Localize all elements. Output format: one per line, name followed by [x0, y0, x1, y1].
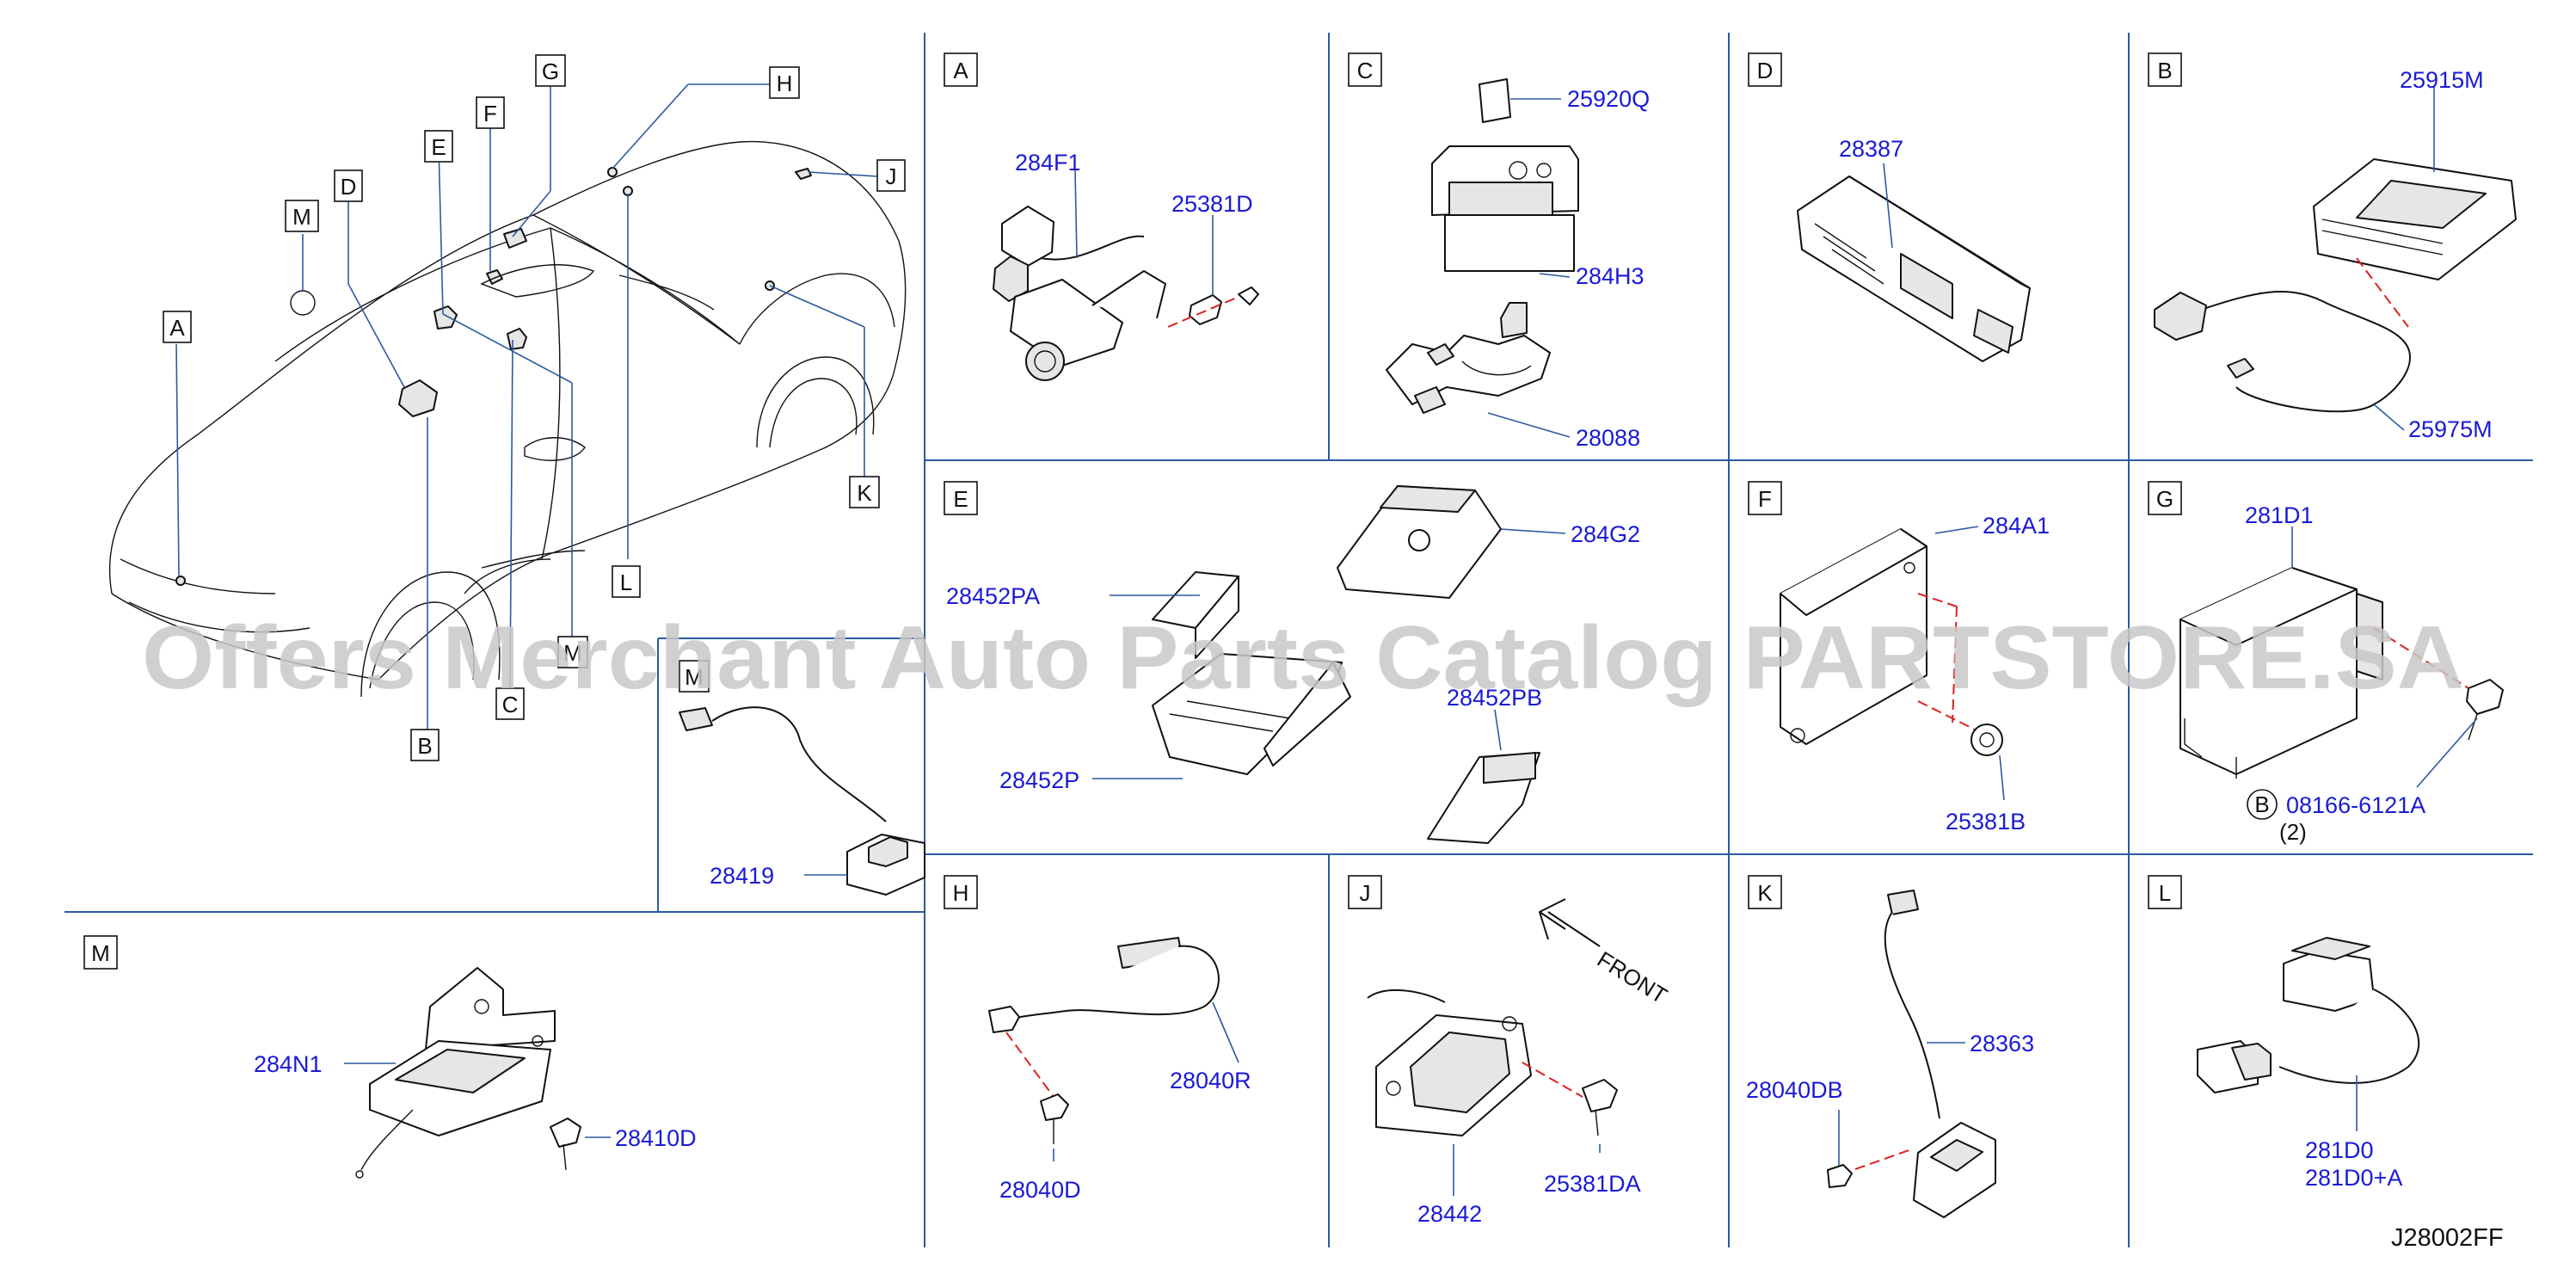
part-25381b: 25381B: [1946, 809, 2026, 834]
vehicle-label-a: A: [169, 315, 185, 341]
vehicle-label-k: K: [857, 480, 872, 506]
part-25975m: 25975M: [2408, 416, 2493, 442]
vehicle-letter-boxes: A B C D E F G H J K L M M: [163, 54, 906, 761]
panel-b-letter: B: [2157, 58, 2172, 83]
part-28088: 28088: [1576, 425, 1640, 451]
vehicle-label-d: D: [341, 174, 357, 200]
part-25915m: 25915M: [2400, 67, 2484, 93]
panel-l-letter: L: [2159, 880, 2171, 906]
vehicle-leaders: [175, 83, 878, 731]
part-25381da: 25381DA: [1544, 1171, 1641, 1197]
part-28452pb: 28452PB: [1447, 685, 1542, 711]
part-284g2: 284G2: [1571, 521, 1640, 547]
panel-f: F 284A1 25381B: [1748, 481, 2050, 834]
fastener-quantity: (2): [2279, 819, 2307, 845]
panel-h: H 28040R 28040D: [944, 875, 1251, 1203]
panel-m-small: M 28419: [679, 660, 925, 896]
part-28040r: 28040R: [1170, 1068, 1251, 1093]
vehicle-label-m2: M: [563, 640, 582, 666]
vehicle-label-g: G: [542, 59, 559, 84]
panel-a-letter: A: [953, 58, 968, 83]
part-28387: 28387: [1839, 136, 1903, 162]
part-28442: 28442: [1417, 1201, 1482, 1227]
part-281d0-a: 281D0+A: [2305, 1165, 2402, 1191]
fastener-circle-b: B: [2254, 791, 2269, 817]
panel-f-letter: F: [1758, 486, 1772, 512]
diagram-code: J28002FF: [2391, 1224, 2504, 1252]
vehicle-label-e: E: [431, 134, 446, 160]
panel-m: M 284N1 28410D: [83, 935, 697, 1179]
panel-e-letter: E: [953, 486, 968, 512]
part-28040d: 28040D: [999, 1177, 1081, 1203]
part-281d1: 281D1: [2245, 502, 2314, 528]
front-direction-label: FRONT: [1593, 946, 1672, 1009]
part-281d0: 281D0: [2305, 1137, 2374, 1163]
part-25381d: 25381D: [1171, 191, 1253, 217]
panel-m-small-letter: M: [685, 664, 704, 690]
vehicle-overview: [108, 140, 907, 698]
vehicle-label-h: H: [777, 71, 793, 96]
part-284n1: 284N1: [254, 1051, 323, 1077]
vehicle-label-c: C: [502, 692, 519, 717]
panel-k-letter: K: [1757, 880, 1773, 906]
panel-d: D 28387: [1748, 52, 2031, 362]
part-28419: 28419: [710, 863, 774, 889]
panel-k: K 28363 28040DB: [1746, 875, 2034, 1218]
vehicle-label-f: F: [483, 101, 497, 126]
part-28040db: 28040DB: [1746, 1077, 1843, 1103]
part-284a1: 284A1: [1983, 513, 2050, 539]
watermark-text: Offers Merchant Auto Parts Catalog PARTS…: [142, 608, 2464, 708]
panel-a: A 284F1 25381D: [944, 52, 1259, 381]
part-28452p: 28452P: [999, 767, 1079, 793]
vehicle-label-l: L: [620, 570, 632, 595]
panel-b: B 25915M 25975M: [2148, 52, 2517, 442]
panel-e: E 284G2 28452PA 28452P 28452PB: [944, 481, 1640, 844]
vehicle-label-m: M: [292, 204, 311, 230]
part-08166-6121a: 08166-6121A: [2286, 792, 2425, 818]
panel-d-letter: D: [1757, 58, 1774, 83]
part-28363: 28363: [1970, 1031, 2034, 1056]
panel-c: C 25920Q 284H3 28088: [1348, 52, 1650, 451]
part-25920q: 25920Q: [1567, 86, 1650, 112]
part-284f1: 284F1: [1015, 150, 1081, 176]
panel-g-letter: G: [2156, 486, 2173, 512]
panel-c-letter: C: [1357, 58, 1374, 83]
panel-h-letter: H: [953, 880, 969, 906]
vehicle-label-j: J: [886, 163, 897, 189]
panel-m-letter: M: [91, 940, 110, 966]
part-28452pa: 28452PA: [946, 583, 1040, 609]
panel-l: L 281D0 281D0+A: [2148, 875, 2420, 1191]
part-28410d: 28410D: [615, 1125, 697, 1151]
panel-g: G 281D1 B 08166-6121A (2): [2148, 481, 2504, 845]
panel-j: J FRONT 28442 25381DA: [1348, 875, 1672, 1227]
panel-grid: [65, 33, 2533, 1247]
part-284h3: 284H3: [1576, 263, 1645, 289]
panel-j-letter: J: [1360, 880, 1371, 906]
vehicle-label-b: B: [417, 733, 432, 759]
